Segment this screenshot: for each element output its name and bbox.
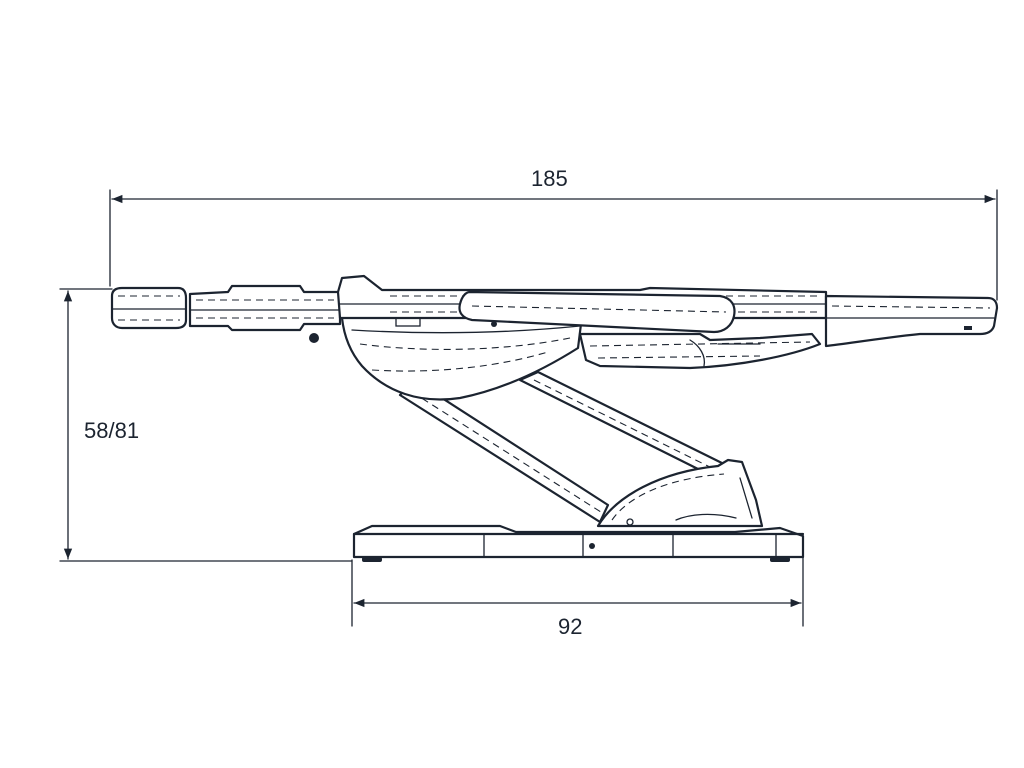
- dimension-base-length: [351, 544, 804, 627]
- column-housing: [596, 458, 764, 528]
- dimension-overall-length: [109, 189, 998, 301]
- backrest: [188, 284, 342, 343]
- legrest: [824, 294, 999, 348]
- dimension-label-overall-length: 185: [531, 166, 568, 191]
- chair-base: [352, 524, 805, 562]
- dimension-height: [59, 288, 353, 562]
- headrest: [110, 286, 188, 330]
- under-seat-mechanism: [578, 332, 822, 370]
- armrest: [458, 290, 736, 334]
- dimension-label-base-length: 92: [558, 614, 583, 639]
- dimension-label-height: 58/81: [84, 418, 140, 443]
